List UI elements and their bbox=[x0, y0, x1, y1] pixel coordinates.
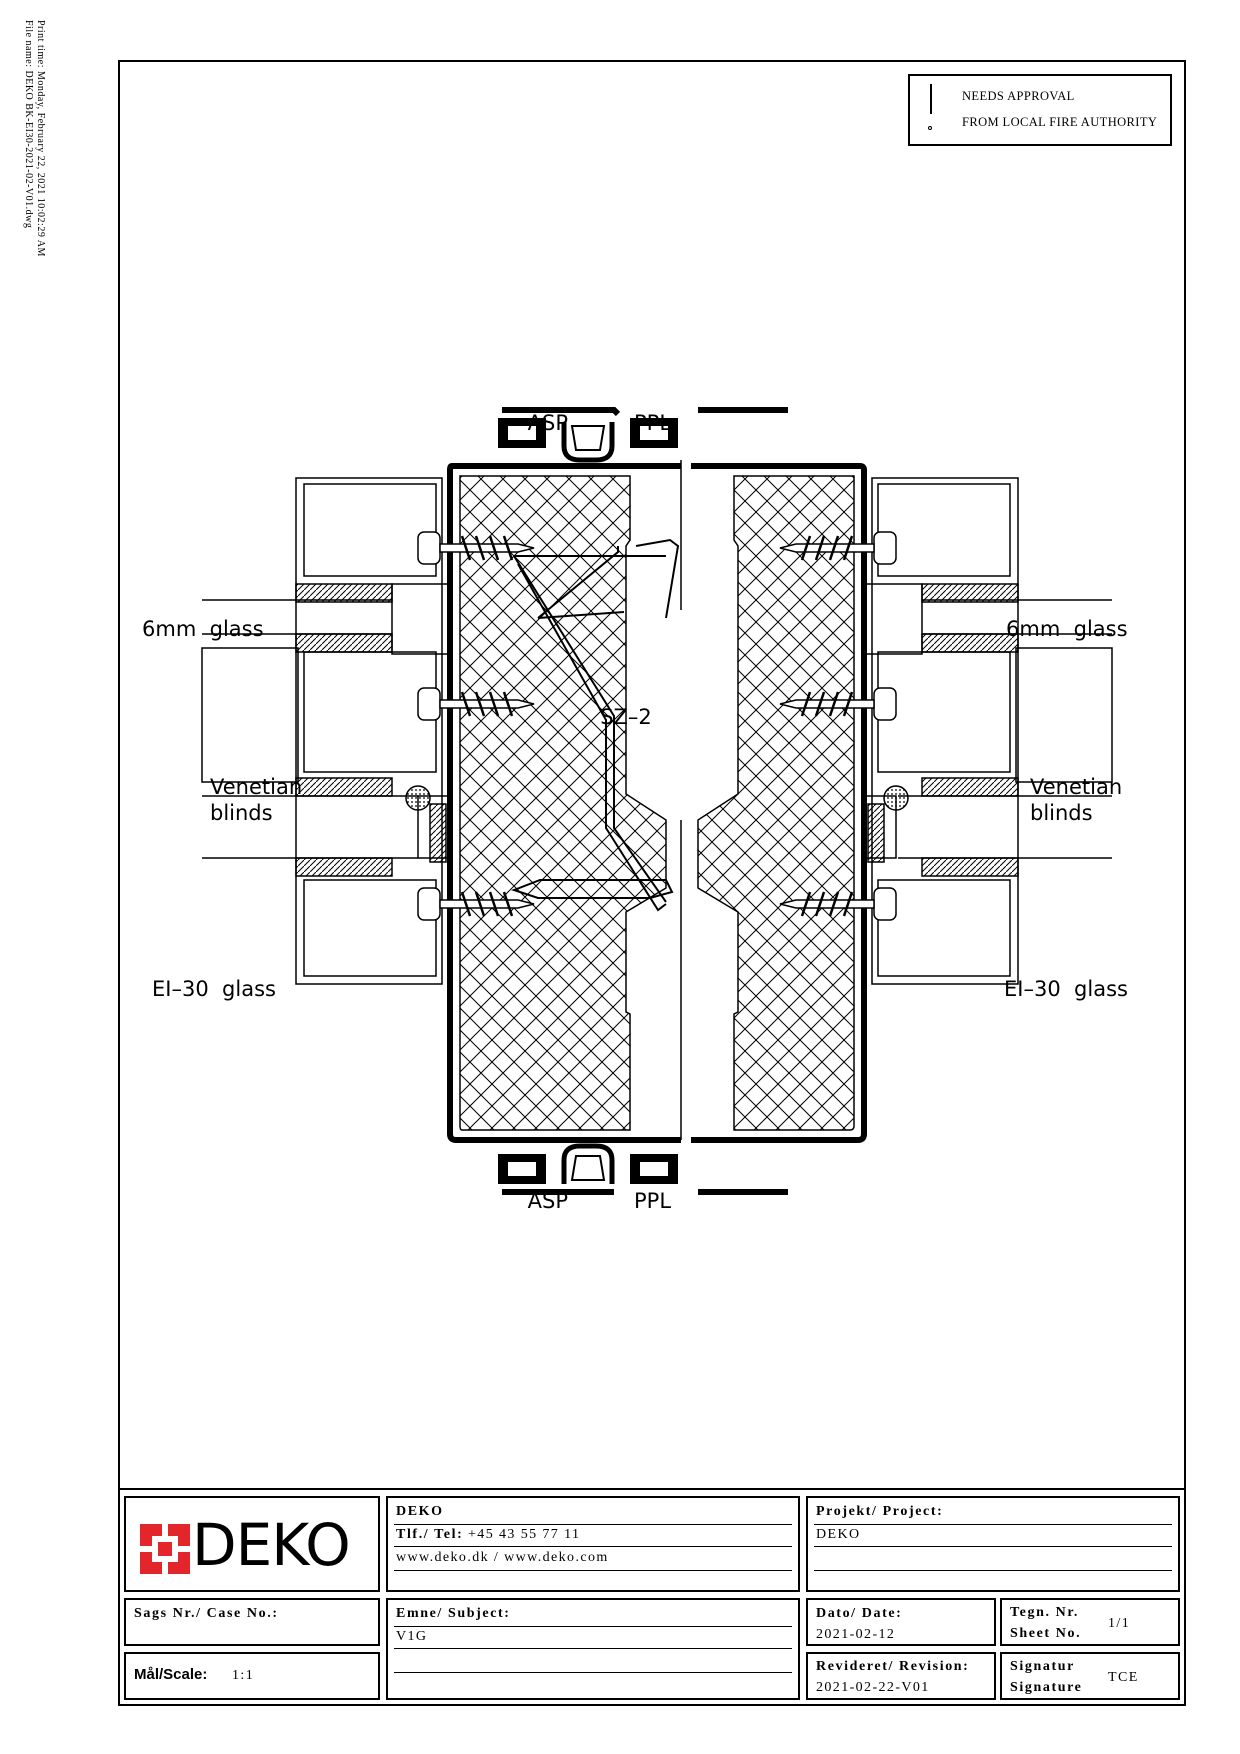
revision-label: Revideret/ Revision: bbox=[816, 1659, 970, 1674]
label-blinds-right-2: blinds bbox=[1030, 801, 1093, 825]
insulation-left bbox=[459, 475, 667, 1131]
subject-label: Emne/ Subject: bbox=[396, 1606, 511, 1621]
tel-label: Tlf./ Tel: bbox=[396, 1527, 464, 1542]
signature-label-2: Signature bbox=[1010, 1680, 1083, 1695]
logo-text: DEKO bbox=[192, 1511, 351, 1579]
project-cell: Projekt/ Project: DEKO bbox=[806, 1496, 1180, 1592]
left-glazing bbox=[201, 477, 451, 985]
logo-cell: DEKO bbox=[124, 1496, 380, 1592]
subject-value: V1G bbox=[396, 1629, 428, 1644]
drawing-frame bbox=[118, 60, 1186, 1706]
signature-cell: Signatur Signature TCE bbox=[1000, 1652, 1180, 1700]
label-ppl-bottom: PPL bbox=[634, 1189, 671, 1213]
company-cell: DEKO Tlf./ Tel: +45 43 55 77 11 www.deko… bbox=[386, 1496, 800, 1592]
sheet-label-1: Tegn. Nr. bbox=[1010, 1605, 1079, 1620]
notice-line-1: NEEDS APPROVAL bbox=[962, 89, 1075, 103]
screw-icon bbox=[417, 687, 535, 721]
right-glazing bbox=[863, 477, 1113, 985]
notice-line-2: FROM LOCAL FIRE AUTHORITY bbox=[962, 115, 1158, 129]
label-ei-right: EI–30 glass bbox=[1004, 977, 1128, 1001]
label-asp-top: ASP bbox=[528, 411, 568, 435]
label-ppl-top: PPL bbox=[634, 411, 671, 435]
title-block bbox=[118, 1488, 1186, 1706]
sheet-cell: Tegn. Nr. Sheet No. 1/1 bbox=[1000, 1598, 1180, 1646]
revision-cell: Revideret/ Revision: 2021-02-22-V01 bbox=[806, 1652, 996, 1700]
screw-icon bbox=[779, 531, 897, 565]
exclamation-icon bbox=[930, 84, 932, 114]
screw-icon bbox=[779, 687, 897, 721]
signature-value: TCE bbox=[1108, 1670, 1139, 1685]
exclamation-dot-icon bbox=[928, 126, 932, 130]
date-label: Dato/ Date: bbox=[816, 1606, 903, 1621]
screw-icon bbox=[417, 531, 535, 565]
scale-cell: Mål/Scale: 1:1 bbox=[124, 1652, 380, 1700]
print-info: Print time: Monday, February 22, 2021 10… bbox=[12, 20, 52, 320]
scale-value: 1:1 bbox=[232, 1668, 255, 1683]
date-cell: Dato/ Date: 2021-02-12 bbox=[806, 1598, 996, 1646]
sz2-profile bbox=[511, 460, 682, 1140]
scale-label: Mål/Scale: bbox=[134, 1666, 208, 1683]
label-blinds-right-1: Venetian bbox=[1030, 775, 1122, 799]
screw-icon bbox=[779, 887, 897, 921]
company-web: www.deko.dk / www.deko.com bbox=[396, 1550, 609, 1565]
project-label: Projekt/ Project: bbox=[816, 1504, 944, 1519]
sheet-label-2: Sheet No. bbox=[1010, 1626, 1082, 1641]
date-value: 2021-02-12 bbox=[816, 1627, 896, 1642]
section-drawing: ASP PPL ASP PPL 6mm glass 6mm glass SZ–2… bbox=[142, 407, 1128, 1213]
tel-value: +45 43 55 77 11 bbox=[468, 1527, 581, 1542]
bottom-seal bbox=[498, 1143, 788, 1195]
sheet-value: 1/1 bbox=[1108, 1616, 1131, 1631]
signature-label-1: Signatur bbox=[1010, 1659, 1075, 1674]
insulation-right bbox=[697, 475, 855, 1131]
deko-logo-icon bbox=[140, 1524, 190, 1574]
file-name: File name: DEKO BK-EI30-2021-02-V01.dwg bbox=[23, 20, 34, 229]
label-sz2: SZ–2 bbox=[600, 705, 652, 729]
company-name: DEKO bbox=[396, 1504, 444, 1519]
print-time: Print time: Monday, February 22, 2021 10… bbox=[35, 20, 46, 257]
screw-icon bbox=[417, 887, 535, 921]
screws bbox=[417, 531, 897, 921]
revision-value: 2021-02-22-V01 bbox=[816, 1680, 930, 1695]
label-glass-left: 6mm glass bbox=[142, 617, 264, 641]
case-cell: Sags Nr./ Case No.: bbox=[124, 1598, 380, 1646]
case-label: Sags Nr./ Case No.: bbox=[134, 1606, 279, 1621]
project-value: DEKO bbox=[816, 1527, 861, 1542]
label-asp-bottom: ASP bbox=[528, 1189, 568, 1213]
label-blinds-left-1: Venetian bbox=[210, 775, 302, 799]
label-blinds-left-2: blinds bbox=[210, 801, 273, 825]
label-ei-left: EI–30 glass bbox=[152, 977, 276, 1001]
top-seal bbox=[498, 407, 788, 463]
subject-cell: Emne/ Subject: V1G bbox=[386, 1598, 800, 1700]
fire-approval-notice: NEEDS APPROVAL FROM LOCAL FIRE AUTHORITY bbox=[908, 74, 1172, 146]
label-glass-right: 6mm glass bbox=[1006, 617, 1128, 641]
